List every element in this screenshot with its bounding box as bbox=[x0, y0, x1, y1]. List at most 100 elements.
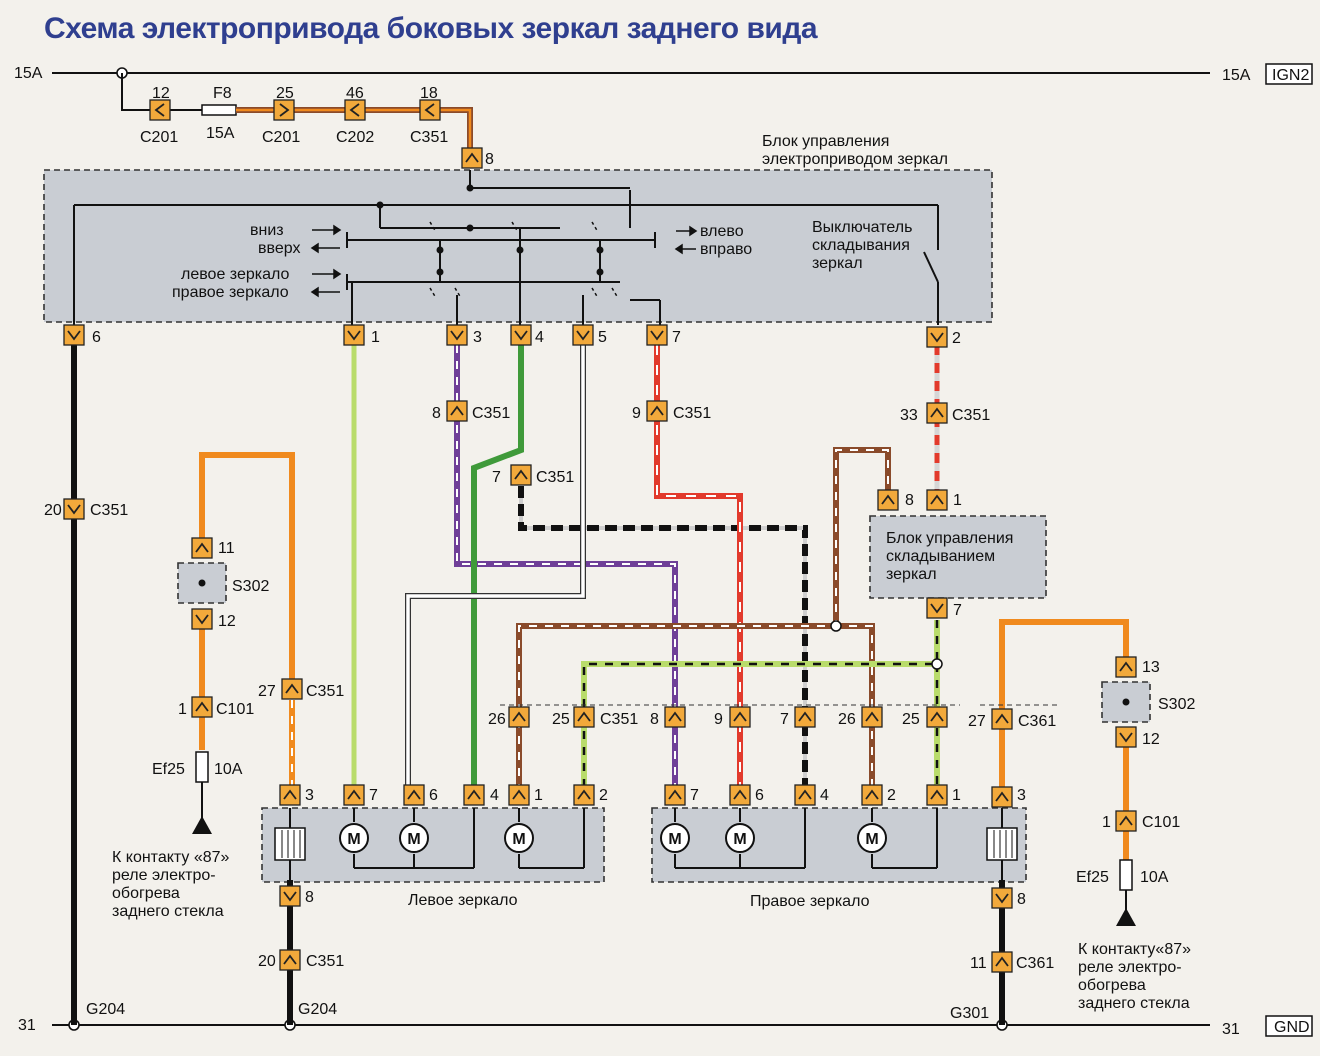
ls-top-pin: 11 bbox=[218, 540, 235, 557]
motor-r3-icon: M bbox=[857, 823, 887, 853]
wire-purple-white bbox=[454, 345, 678, 792]
lm-pin-4: 4 bbox=[490, 787, 499, 804]
fuse-f8-name: F8 bbox=[213, 85, 232, 102]
connector-terminal-icon bbox=[344, 99, 366, 121]
rs-bot-pin: 12 bbox=[1142, 731, 1160, 748]
rm-pin-6: 6 bbox=[755, 787, 764, 804]
lm-pin-3: 3 bbox=[305, 787, 314, 804]
connector-terminal-icon bbox=[926, 706, 948, 728]
cu-title-2: электроприводом зеркал bbox=[762, 151, 948, 168]
row-r-9: 9 bbox=[714, 711, 723, 728]
fuse-f8-icon bbox=[201, 104, 237, 116]
connector-terminal-icon bbox=[191, 696, 213, 718]
connector-terminal-icon bbox=[861, 784, 883, 806]
svg-text:M: M bbox=[347, 831, 360, 848]
ground-g204-a: G204 bbox=[86, 1001, 125, 1018]
connector-terminal-icon bbox=[343, 784, 365, 806]
rnote-4: заднего стекла bbox=[1078, 995, 1190, 1012]
connector-terminal-icon bbox=[646, 324, 668, 346]
wire-black-grey bbox=[518, 486, 808, 792]
motor-l1-icon: M bbox=[339, 823, 369, 853]
connector-terminal-icon bbox=[279, 885, 301, 907]
connector-terminal-icon bbox=[279, 949, 301, 971]
right-mirror-box bbox=[651, 807, 1027, 883]
lfuse-name: Ef25 bbox=[152, 761, 185, 778]
connector-terminal-icon bbox=[461, 147, 483, 169]
c202-name: C202 bbox=[336, 129, 374, 146]
fold-pin-1: 1 bbox=[953, 492, 962, 509]
connector-terminal-icon bbox=[510, 324, 532, 346]
connector-terminal-icon bbox=[63, 324, 85, 346]
motor-r2-icon: M bbox=[725, 823, 755, 853]
cu-label-down: вниз bbox=[250, 222, 284, 239]
fold-switch-l1: Выключатель bbox=[812, 219, 912, 236]
top-feed-wire bbox=[121, 73, 473, 160]
c351-7-pin: 7 bbox=[492, 469, 501, 486]
connector-terminal-icon bbox=[646, 400, 668, 422]
c351-7-name: C351 bbox=[536, 469, 574, 486]
rm-bottom-pin: 8 bbox=[1017, 891, 1026, 908]
power-left-label: 15A bbox=[14, 65, 43, 82]
lnote-3: обогрева bbox=[112, 885, 180, 902]
cu-label-right-mirror: правое зеркало bbox=[172, 284, 289, 301]
c351-20-pin: 20 bbox=[44, 502, 62, 519]
mirror-control-unit-box bbox=[43, 169, 993, 323]
cu-pin-7: 7 bbox=[672, 329, 681, 346]
row-r-7: 7 bbox=[780, 711, 789, 728]
row-l-25: 25 bbox=[552, 711, 570, 728]
connector-terminal-icon bbox=[664, 706, 686, 728]
connector-terminal-icon bbox=[926, 402, 948, 424]
ls-bot-pin: 12 bbox=[218, 613, 236, 630]
cu-top-pin: 8 bbox=[485, 151, 494, 168]
c351-9-pin: 9 bbox=[632, 405, 641, 422]
wire-green bbox=[471, 345, 524, 792]
wire-white bbox=[405, 345, 586, 792]
left-mirror-label: Левое зеркало bbox=[408, 892, 518, 909]
fuse-ef25-left-icon bbox=[195, 751, 209, 783]
svg-text:M: M bbox=[668, 831, 681, 848]
rs-splice: S302 bbox=[1158, 696, 1195, 713]
rm-pin-7: 7 bbox=[690, 787, 699, 804]
connector-terminal-icon bbox=[794, 706, 816, 728]
connector-terminal-icon bbox=[926, 784, 948, 806]
lm-pin-1: 1 bbox=[534, 787, 543, 804]
fold-pin-7: 7 bbox=[953, 602, 962, 619]
c202-pin: 46 bbox=[346, 85, 364, 102]
svg-text:M: M bbox=[865, 831, 878, 848]
svg-text:M: M bbox=[512, 831, 525, 848]
ground-g301: G301 bbox=[950, 1005, 989, 1022]
cu-label-left: влево bbox=[700, 223, 744, 240]
connector-terminal-icon bbox=[191, 537, 213, 559]
gnd-tag-box bbox=[1265, 1015, 1313, 1037]
gnd-tag: GND bbox=[1274, 1019, 1310, 1036]
connector-terminal-icon bbox=[1115, 810, 1137, 832]
fold-unit-l1: Блок управления bbox=[886, 530, 1013, 547]
rc361-27-pin: 27 bbox=[968, 713, 986, 730]
connector-terminal-icon bbox=[1115, 656, 1137, 678]
motor-l2-icon: M bbox=[399, 823, 429, 853]
bl-c351-pin: 20 bbox=[258, 953, 276, 970]
cu-title-1: Блок управления bbox=[762, 133, 889, 150]
lnote-2: реле электро- bbox=[112, 867, 216, 884]
fold-control-unit-box bbox=[869, 515, 1047, 599]
c351-8-pin: 8 bbox=[432, 405, 441, 422]
left-splice-dot bbox=[198, 579, 206, 587]
connector-terminal-icon bbox=[991, 708, 1013, 730]
cu-pin-6: 6 bbox=[92, 329, 101, 346]
lm-pin-6: 6 bbox=[429, 787, 438, 804]
rm-pin-1: 1 bbox=[952, 787, 961, 804]
connector-terminal-icon bbox=[794, 784, 816, 806]
row-r-26: 26 bbox=[838, 711, 856, 728]
wire-orange-left-heater bbox=[192, 452, 295, 834]
connector-terminal-icon bbox=[729, 706, 751, 728]
fold-switch-l2: складывания bbox=[812, 237, 910, 254]
rs-top-pin: 13 bbox=[1142, 659, 1160, 676]
direction-arrows bbox=[310, 224, 698, 298]
diagram-title: Схема электропривода боковых зеркал задн… bbox=[44, 12, 818, 45]
rnote-1: К контакту«87» bbox=[1078, 941, 1191, 958]
connector-terminal-icon bbox=[1115, 726, 1137, 748]
c351-33-pin: 33 bbox=[900, 407, 918, 424]
ls-splice: S302 bbox=[232, 578, 269, 595]
